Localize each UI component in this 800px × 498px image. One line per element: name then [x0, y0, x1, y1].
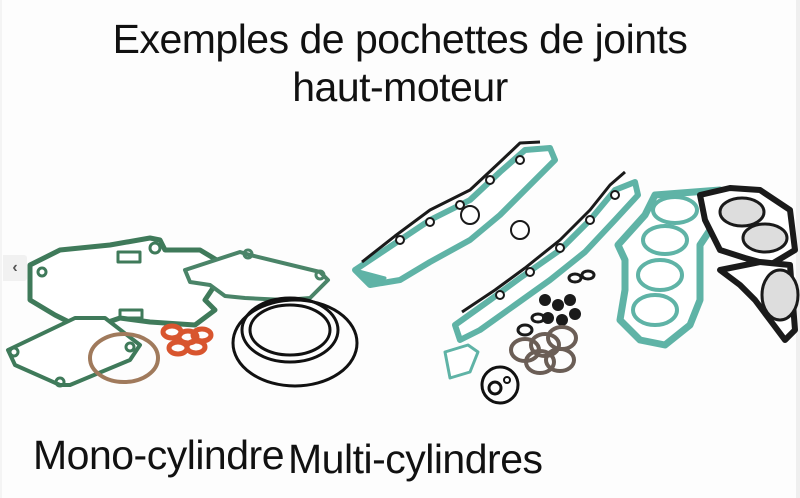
- carousel-prev-button[interactable]: ‹: [3, 255, 27, 281]
- right-edge: [796, 0, 800, 498]
- multi-cylinder-gasket-set: [352, 140, 800, 405]
- chevron-left-icon: ‹: [12, 259, 18, 276]
- page-title-line-1: Exemples de pochettes de joints: [112, 16, 688, 62]
- page-title-line-2: haut-moteur: [292, 64, 508, 110]
- mono-cylinder-gasket-set: [6, 235, 359, 388]
- left-edge: [0, 0, 2, 498]
- multi-cylinder-caption: Multi-cylindres: [288, 436, 543, 482]
- mono-cylinder-caption: Mono-cylindre: [33, 432, 285, 478]
